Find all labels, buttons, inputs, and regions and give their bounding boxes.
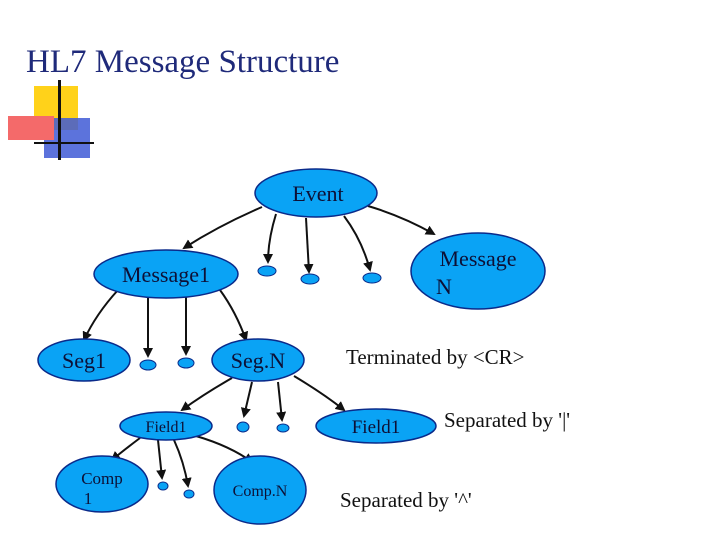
dot-message1-1 — [139, 359, 157, 371]
node-seg1 — [37, 338, 131, 382]
node-segN — [211, 338, 305, 382]
dot-message1-2 — [177, 357, 195, 369]
edge-event-messageN — [367, 205, 436, 235]
node-field1-right — [315, 408, 437, 444]
label-segN: Seg.N — [231, 348, 286, 373]
decor-square-red — [8, 116, 54, 140]
annotation-field-separator: Separated by '|' — [444, 408, 571, 432]
edge-message1-seg1 — [82, 289, 119, 342]
dot-field1-2 — [183, 489, 195, 499]
edge-segN-field1-left — [180, 377, 233, 412]
label-event: Event — [292, 181, 343, 206]
label-messageN-line2: N — [436, 274, 452, 299]
label-comp1-line2: 1 — [84, 489, 93, 508]
edges-segN — [180, 375, 346, 422]
label-field1-left: Field1 — [146, 419, 187, 436]
label-messageN-line1: Message — [440, 246, 517, 271]
edges-event — [182, 205, 436, 274]
edge-event-dot3 — [343, 215, 373, 272]
edge-event-dot2 — [303, 217, 314, 274]
edge-event-dot1 — [263, 213, 277, 264]
node-compN — [213, 455, 307, 525]
edge-field1-dot2 — [173, 439, 192, 488]
edge-message1-segN — [219, 289, 249, 342]
dot-event-2 — [300, 273, 320, 285]
dot-event-3 — [362, 272, 382, 284]
node-comp1 — [55, 455, 149, 513]
dot-event-1 — [257, 265, 277, 277]
edge-segN-field1-right — [293, 375, 346, 412]
label-compN: Comp.N — [233, 483, 288, 500]
node-message1 — [93, 249, 239, 299]
slide-title: HL7 Message Structure — [26, 44, 340, 80]
annotation-component-separator: Separated by '^' — [340, 488, 472, 512]
dot-field1-1 — [157, 481, 169, 491]
node-field1-left — [119, 411, 213, 441]
edge-event-message1 — [182, 206, 263, 250]
edge-segN-dot1 — [240, 381, 253, 418]
decor-line-vertical — [58, 80, 61, 160]
label-field1-right: Field1 — [352, 417, 401, 438]
node-messageN — [410, 232, 546, 310]
label-message1: Message1 — [122, 262, 210, 287]
dot-segN-1 — [236, 421, 250, 433]
nodes — [37, 168, 546, 525]
label-comp1-line1: Comp — [81, 469, 123, 488]
decor-line-horizontal — [34, 142, 94, 144]
edges-message1 — [82, 289, 249, 358]
ellipsis-dots — [139, 265, 382, 499]
annotation-segment-terminator: Terminated by <CR> — [346, 345, 525, 369]
label-seg1: Seg1 — [62, 348, 106, 373]
edge-field1-dot1 — [156, 439, 167, 480]
node-event — [254, 168, 378, 218]
edge-segN-dot2 — [276, 381, 287, 422]
dot-segN-2 — [276, 423, 290, 433]
node-labels: Event Message1 Message N Seg1 Seg.N Fiel… — [62, 181, 516, 508]
